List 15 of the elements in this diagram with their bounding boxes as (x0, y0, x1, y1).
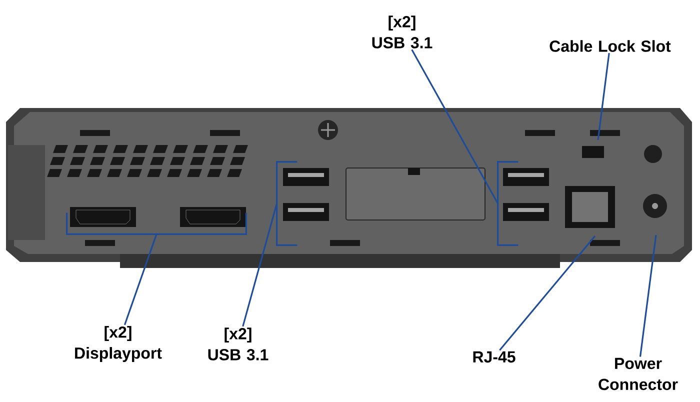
bracket (66, 212, 248, 235)
callout-label: Cable Lock Slot (550, 40, 671, 52)
callout-label: RJ-45 (473, 351, 516, 363)
leader-line (411, 49, 498, 204)
leader-line (597, 52, 610, 140)
callout-label: Power Connector (598, 358, 678, 390)
callout-label: [x2] Displayport (75, 326, 162, 362)
leader-line (499, 236, 596, 351)
callout-label: [x2] USB 3.1 (208, 328, 268, 360)
leader-line (639, 234, 657, 357)
callout-label: [x2] USB 3.1 (372, 16, 432, 48)
leader-line (242, 203, 278, 327)
bracket (497, 161, 518, 246)
bracket (276, 161, 298, 246)
leader-line (124, 234, 158, 326)
